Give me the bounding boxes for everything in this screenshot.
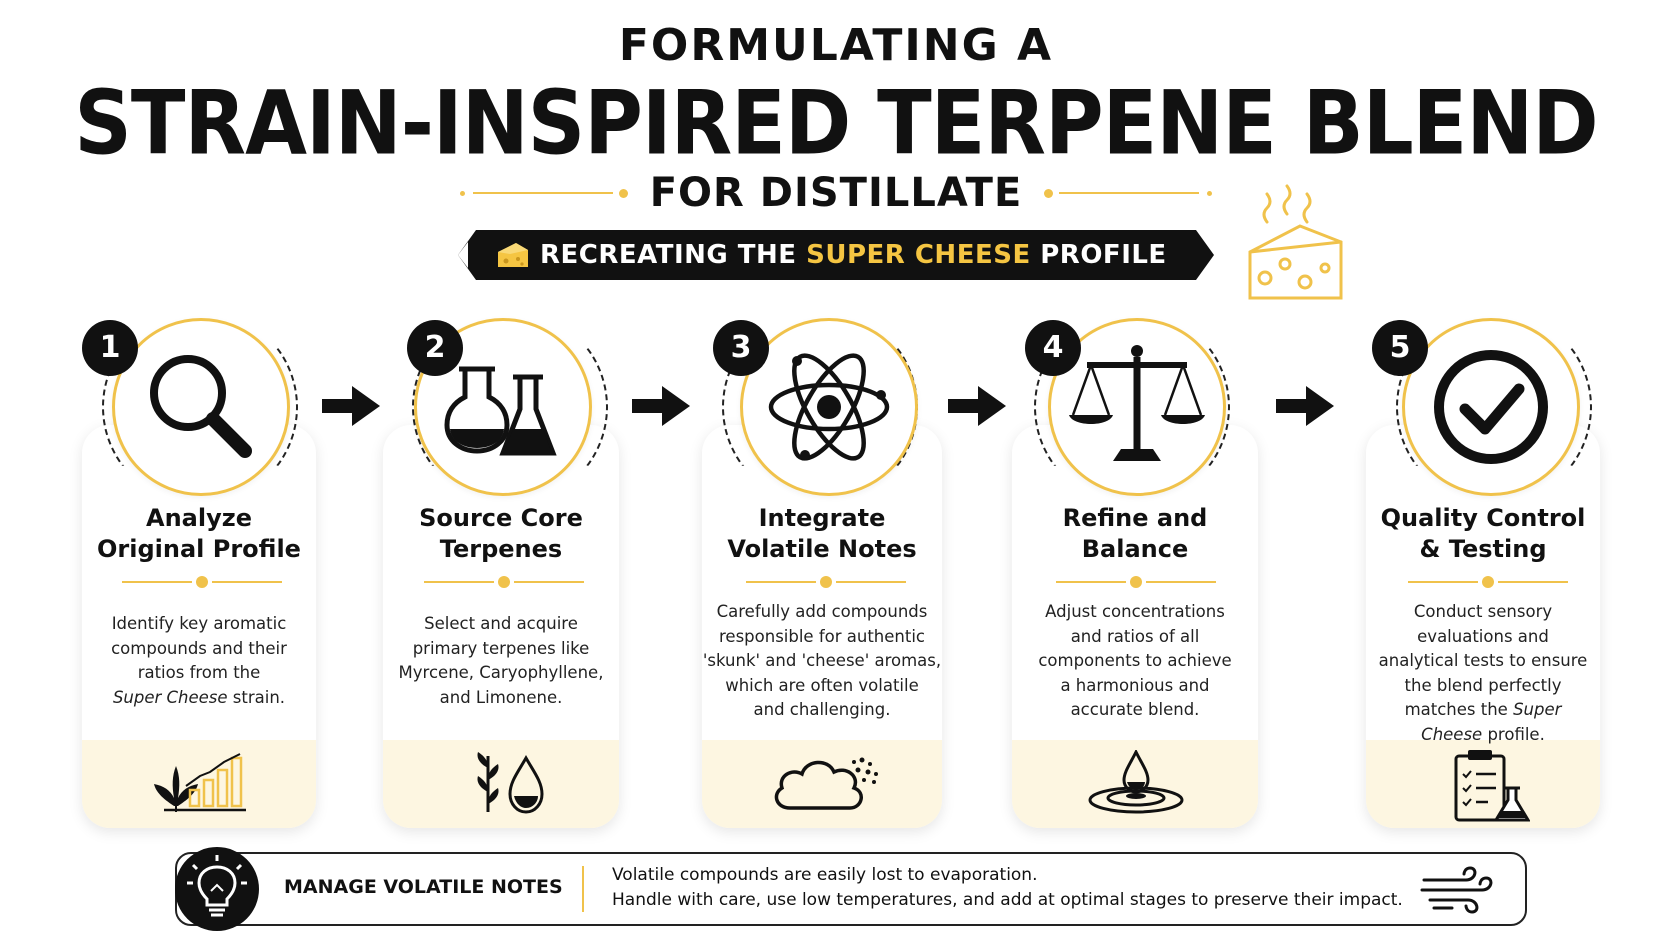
tip-icon-circle xyxy=(175,847,259,931)
step-3-icon-circle xyxy=(740,318,918,496)
arrow-icon xyxy=(322,386,380,426)
step-5-badge: 5 xyxy=(1372,320,1428,376)
lightbulb-icon xyxy=(187,855,247,917)
tip-line-2: Handle with care, use low temperatures, … xyxy=(612,890,1403,910)
banner-highlight: SUPER CHEESE xyxy=(806,240,1031,270)
step-card-2 xyxy=(383,425,619,828)
arrow-icon xyxy=(632,386,690,426)
checkmark-circle-icon xyxy=(1434,350,1548,464)
flasks-icon xyxy=(444,366,557,456)
step-5-icon-circle xyxy=(1402,318,1580,496)
tip-title: MANAGE VOLATILE NOTES xyxy=(284,876,563,898)
arrow-icon xyxy=(948,386,1006,426)
step-2-separator xyxy=(424,576,584,588)
leaf-growth-chart-icon xyxy=(154,753,246,812)
subtitle-decoration-right xyxy=(1044,188,1213,198)
atom-icon xyxy=(768,353,890,461)
step-2-badge: 2 xyxy=(407,320,463,376)
clipboard-flask-icon xyxy=(1454,750,1530,822)
step-1-separator xyxy=(122,576,282,588)
title-main: STRAIN-INSPIRED TERPENE BLEND xyxy=(74,72,1598,175)
sprig-droplet-icon xyxy=(477,752,544,814)
subtitle-row: FOR DISTILLATE xyxy=(0,168,1672,218)
step-5-title: Quality Control& Testing xyxy=(1380,504,1586,563)
volatile-notes-tip xyxy=(175,852,1527,926)
step-1-icon-circle xyxy=(112,318,290,496)
step-1-badge: 1 xyxy=(82,320,138,376)
cheese-icon xyxy=(498,243,528,267)
steaming-cheese-icon xyxy=(1248,184,1343,300)
profile-banner xyxy=(458,230,1214,280)
step-4-separator xyxy=(1056,576,1216,588)
subtitle: FOR DISTILLATE xyxy=(649,170,1023,216)
droplet-ripple-icon xyxy=(1088,750,1184,814)
step-4-badge: 4 xyxy=(1025,320,1081,376)
wind-icon xyxy=(1420,866,1493,914)
tip-line-1: Volatile compounds are easily lost to ev… xyxy=(612,865,1038,885)
balance-scale-icon xyxy=(1069,345,1205,461)
step-5-separator xyxy=(1408,576,1568,588)
title-line-1: FORMULATING A xyxy=(618,20,1054,71)
aroma-cloud-icon xyxy=(774,757,878,810)
magnifying-glass-icon xyxy=(150,355,252,458)
arrow-icon xyxy=(1276,386,1334,426)
step-3-badge: 3 xyxy=(713,320,769,376)
subtitle-decoration-left xyxy=(459,188,628,198)
banner-text: RECREATING THE SUPER CHEESE PROFILE xyxy=(540,240,1167,270)
step-3-separator xyxy=(746,576,906,588)
tip-divider xyxy=(582,866,584,912)
